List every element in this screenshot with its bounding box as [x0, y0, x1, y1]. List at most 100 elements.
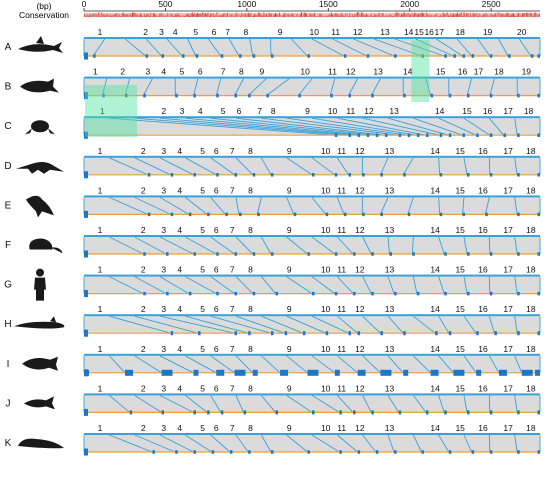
conservation-tick — [143, 16, 144, 17]
exon-number-label: 13 — [385, 146, 395, 156]
exon-box — [93, 54, 96, 58]
exon-box — [143, 94, 146, 98]
exon-box — [426, 410, 429, 414]
exon-number-label: 9 — [287, 344, 292, 354]
exon-box — [266, 94, 269, 98]
conservation-tick — [274, 14, 275, 17]
conservation-tick — [250, 13, 251, 17]
exon-box — [449, 133, 452, 137]
conservation-tick — [535, 13, 536, 17]
exon-box — [303, 331, 306, 335]
conservation-tick — [364, 14, 365, 17]
conservation-tick — [218, 16, 219, 17]
conservation-tick — [278, 14, 279, 17]
exon-box — [234, 173, 237, 177]
exon-box — [362, 173, 365, 177]
exon-box — [453, 370, 464, 376]
conservation-tick — [265, 15, 266, 17]
intron-wedge — [464, 395, 490, 412]
exon-box — [494, 331, 497, 335]
exon-number-label: 3 — [161, 265, 166, 275]
conservation-tick — [123, 12, 124, 17]
exon-number-label: 14 — [403, 67, 413, 77]
exon-number-label: 3 — [161, 146, 166, 156]
conservation-tick — [165, 16, 166, 17]
coelacanth-icon — [20, 79, 59, 93]
conservation-tick — [119, 14, 120, 17]
conservation-tick — [205, 13, 206, 17]
exon-box — [312, 292, 315, 296]
exon-box — [234, 331, 237, 335]
exon-box — [490, 173, 493, 177]
exon-box — [538, 133, 541, 137]
exon-box — [440, 173, 443, 177]
exon-number-label: 17 — [503, 185, 513, 195]
exon-box — [166, 292, 169, 296]
exon-box — [380, 213, 383, 217]
exon-number-label: 15 — [455, 423, 465, 433]
exon-box — [449, 331, 452, 335]
exon-number-label: 2 — [141, 146, 146, 156]
conservation-tick — [453, 13, 454, 17]
conservation-tick — [497, 12, 498, 17]
conservation-tick — [261, 15, 262, 17]
intron-wedge — [515, 118, 540, 135]
exon-number-label: 7 — [225, 27, 230, 37]
conservation-tick — [140, 13, 141, 17]
exon-number-label: 2 — [141, 423, 146, 433]
conservation-tick — [254, 14, 255, 17]
exon-number-label: 8 — [271, 106, 276, 116]
exon-box — [198, 331, 201, 335]
exon-box — [326, 213, 329, 217]
exon-number-label: 19 — [483, 27, 493, 37]
conservation-tick — [508, 13, 509, 17]
cds-bar — [84, 433, 540, 435]
conservation-tick — [241, 13, 242, 17]
ruler-tick-label: 1500 — [319, 0, 338, 9]
conservation-tick — [293, 14, 294, 17]
exon-box — [376, 133, 379, 137]
conservation-tick — [172, 14, 173, 17]
exon-box — [312, 173, 315, 177]
exon-number-label: 10 — [321, 185, 331, 195]
conservation-tick — [523, 13, 524, 17]
conservation-tick — [507, 13, 508, 17]
conservation-tick — [378, 13, 379, 17]
conservation-tick — [191, 13, 192, 17]
exon-number-label: 17 — [503, 423, 513, 433]
conservation-tick — [423, 13, 424, 17]
conservation-tick — [175, 14, 176, 17]
arowana-icon — [22, 357, 58, 371]
conservation-tick — [201, 14, 202, 17]
conservation-tick — [517, 14, 518, 17]
mouse-icon — [30, 239, 62, 253]
exon-box — [367, 54, 370, 58]
exon-box — [348, 94, 351, 98]
exon-box — [517, 173, 520, 177]
exon-connector — [362, 197, 363, 214]
conservation-tick — [505, 14, 506, 17]
exon-number-label: 6 — [237, 106, 242, 116]
conservation-tick — [460, 13, 461, 17]
exon-number-label: 1 — [98, 185, 103, 195]
exon-box — [444, 54, 447, 58]
exon-box — [257, 213, 260, 217]
conservation-tick — [248, 12, 249, 17]
conservation-tick — [253, 15, 254, 17]
conservation-tick — [338, 14, 339, 17]
exon-box — [298, 94, 301, 98]
conservation-tick — [195, 12, 196, 17]
exon-number-label: 9 — [259, 67, 264, 77]
conservation-tick — [384, 16, 385, 17]
conservation-tick — [361, 12, 362, 17]
conservation-tick — [447, 12, 448, 17]
bird-icon — [26, 196, 54, 218]
zebrafish-icon — [24, 396, 55, 409]
conservation-tick — [504, 15, 505, 17]
conservation-tick — [488, 16, 489, 17]
exon-box — [148, 173, 151, 177]
